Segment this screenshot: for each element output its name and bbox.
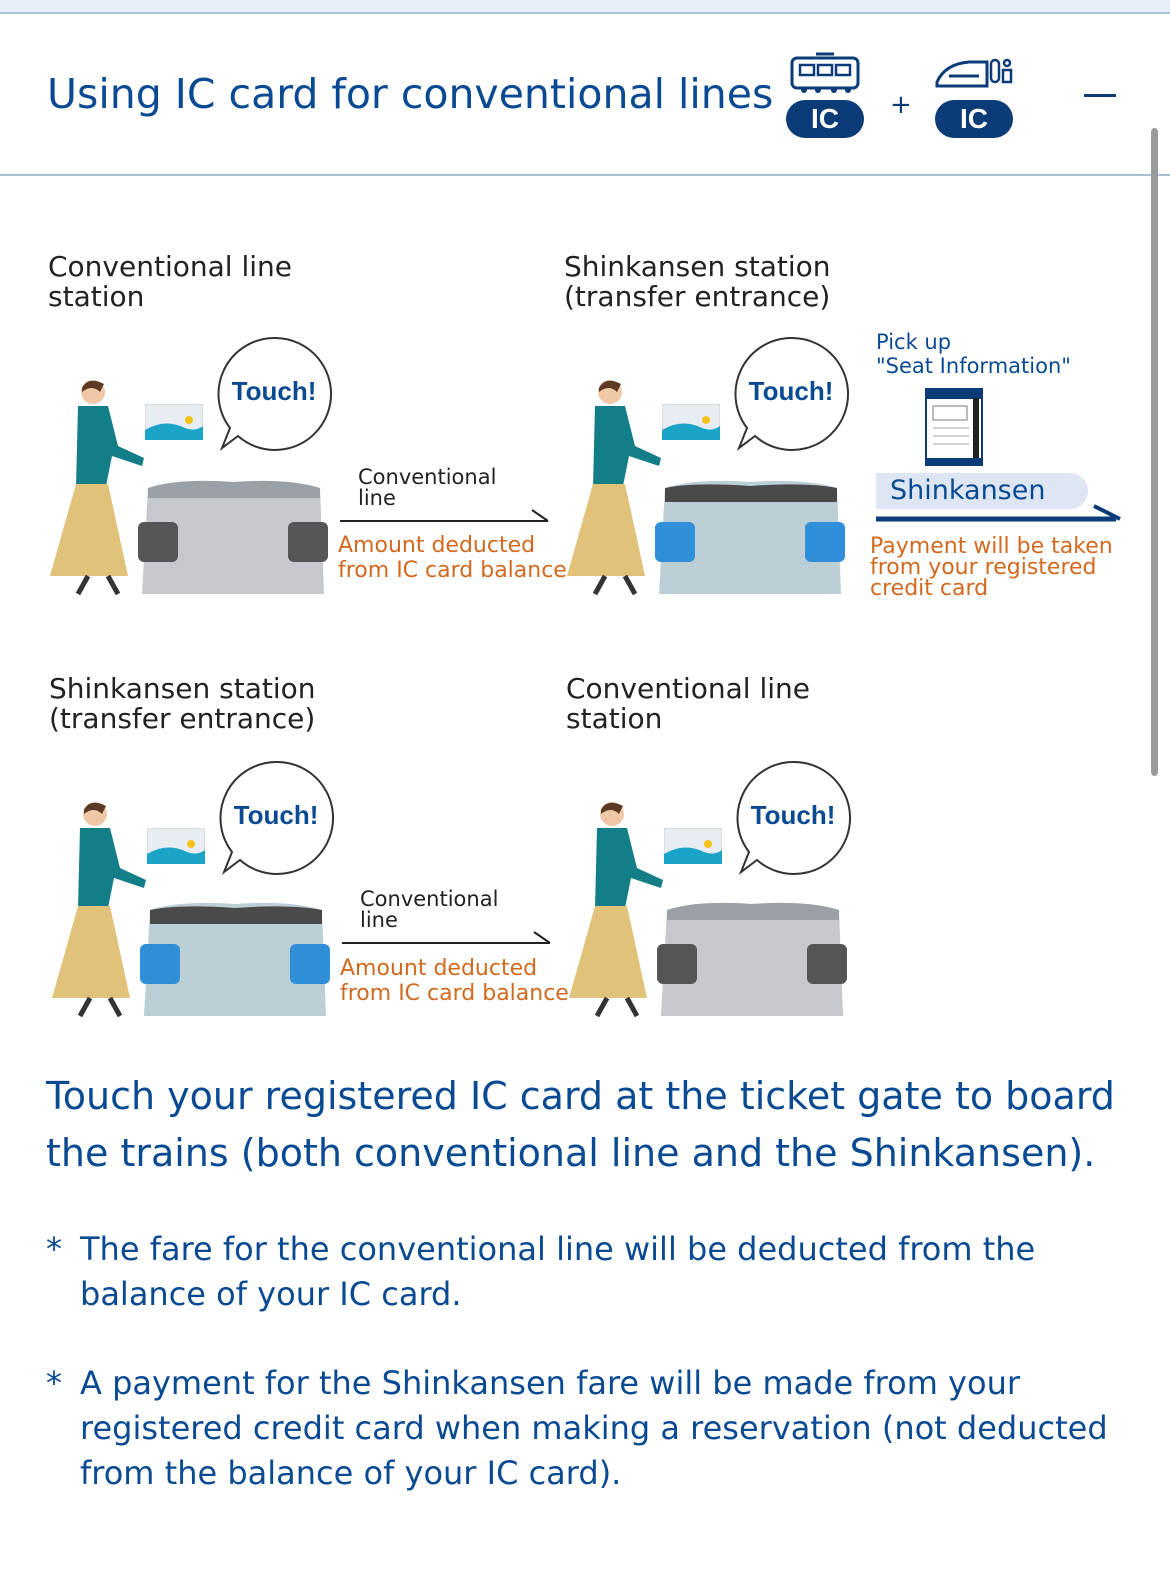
asterisk-marker: *: [46, 1364, 62, 1402]
deduct-note: Amount deducted from IC card balance: [340, 956, 569, 1006]
ic-card-illustration: [145, 404, 203, 440]
touch-label: Touch!: [233, 800, 319, 830]
ic-pill-left: IC: [786, 100, 864, 138]
pickup-seat-info: Pick up "Seat Information": [876, 330, 1071, 378]
passenger-illustration: [52, 802, 146, 1018]
shinkansen-band: Shinkansen: [876, 473, 1088, 509]
station-title: Shinkansen station (transfer entrance): [49, 672, 316, 735]
passenger-illustration: [569, 802, 663, 1018]
passenger-illustration: [567, 380, 661, 596]
collapse-minus-icon[interactable]: [1084, 94, 1116, 97]
station-title: Conventional line station: [48, 250, 292, 313]
note-item: * A payment for the Shinkansen fare will…: [46, 1361, 1116, 1496]
plus-sign: +: [890, 90, 912, 120]
touch-bubble: Touch!: [733, 336, 849, 452]
touch-bubble: Touch!: [735, 760, 851, 876]
shinkansen-band-label: Shinkansen: [890, 475, 1046, 506]
note-text: The fare for the conventional line will …: [80, 1230, 1036, 1313]
right-arrow-icon: [340, 509, 549, 522]
note-item: * The fare for the conventional line wil…: [46, 1227, 1116, 1317]
ic-card-illustration: [662, 404, 720, 440]
touch-label: Touch!: [750, 800, 836, 830]
asterisk-marker: *: [46, 1230, 62, 1268]
scrollbar-thumb[interactable]: [1151, 128, 1158, 776]
station-title: Conventional line station: [566, 672, 810, 735]
ticket-gate-conventional: [657, 902, 847, 1016]
conventional-train-ic-badge: IC: [786, 52, 866, 138]
right-arrow-icon: [342, 931, 551, 944]
touch-bubble: Touch!: [216, 336, 332, 452]
seat-information-card-icon: [925, 388, 983, 466]
transfer-line-label: Conventional line: [360, 887, 499, 932]
ic-card-illustration: [147, 828, 205, 864]
touch-bubble: Touch!: [218, 760, 334, 876]
ticket-gate-shinkansen: [140, 902, 330, 1016]
touch-label: Touch!: [231, 376, 317, 406]
conventional-train-icon: [790, 52, 860, 93]
shinkansen-ic-badge: IC: [935, 52, 1015, 138]
transfer-line-label: Conventional line: [358, 465, 497, 510]
ic-card-illustration: [664, 828, 722, 864]
passenger-illustration: [50, 380, 144, 596]
ic-pill-right: IC: [935, 100, 1013, 138]
shinkansen-arrow-icon: [876, 504, 1121, 522]
shinkansen-icon: [935, 58, 1013, 88]
top-band: [0, 0, 1170, 14]
lead-paragraph: Touch your registered IC card at the tic…: [46, 1074, 1115, 1175]
section-header[interactable]: Using IC card for conventional lines IC …: [0, 14, 1170, 176]
ticket-gate-shinkansen: [655, 480, 845, 594]
section-title: Using IC card for conventional lines: [47, 70, 774, 118]
note-text: A payment for the Shinkansen fare will b…: [80, 1364, 1108, 1492]
ticket-gate-conventional: [138, 480, 328, 594]
deduct-note: Amount deducted from IC card balance: [338, 533, 567, 583]
station-title: Shinkansen station (transfer entrance): [564, 250, 831, 313]
payment-note: Payment will be taken from your register…: [870, 534, 1113, 601]
touch-label: Touch!: [748, 376, 834, 406]
